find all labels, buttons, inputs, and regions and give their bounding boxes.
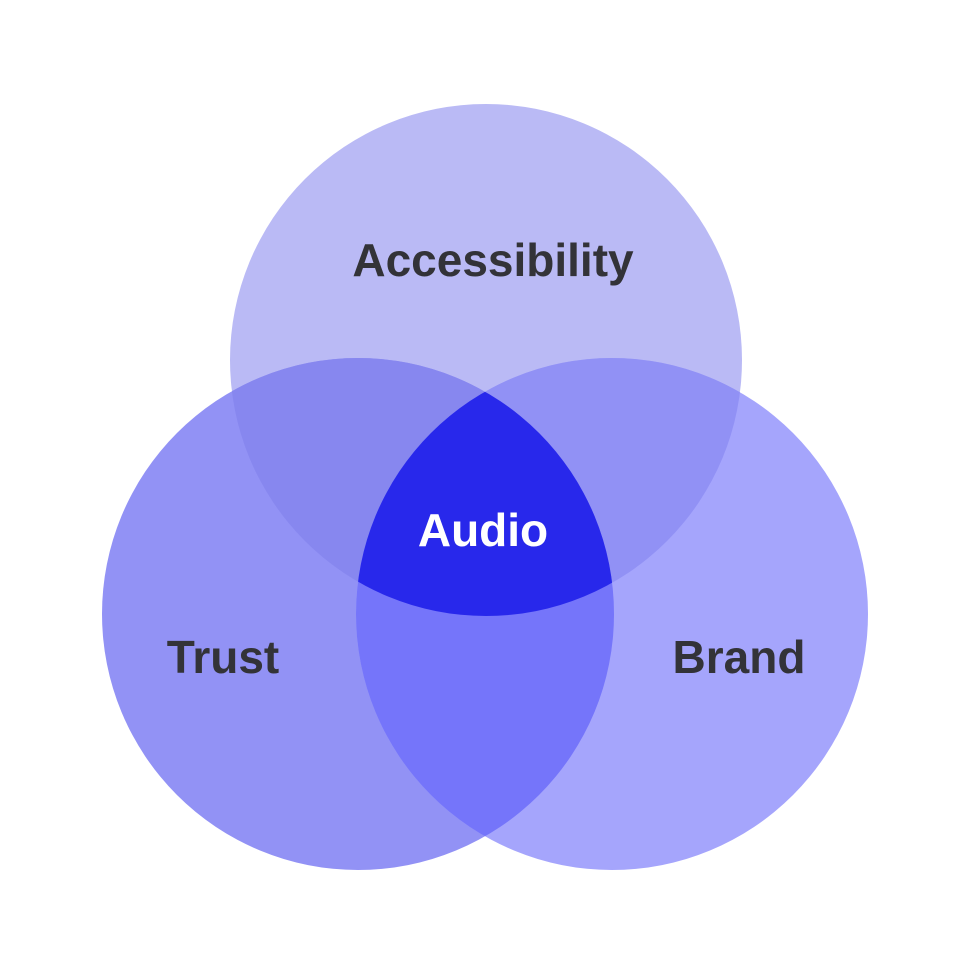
label-trust: Trust — [167, 631, 279, 683]
label-center: Audio — [418, 504, 548, 556]
label-accessibility: Accessibility — [352, 234, 634, 286]
label-brand: Brand — [673, 631, 806, 683]
